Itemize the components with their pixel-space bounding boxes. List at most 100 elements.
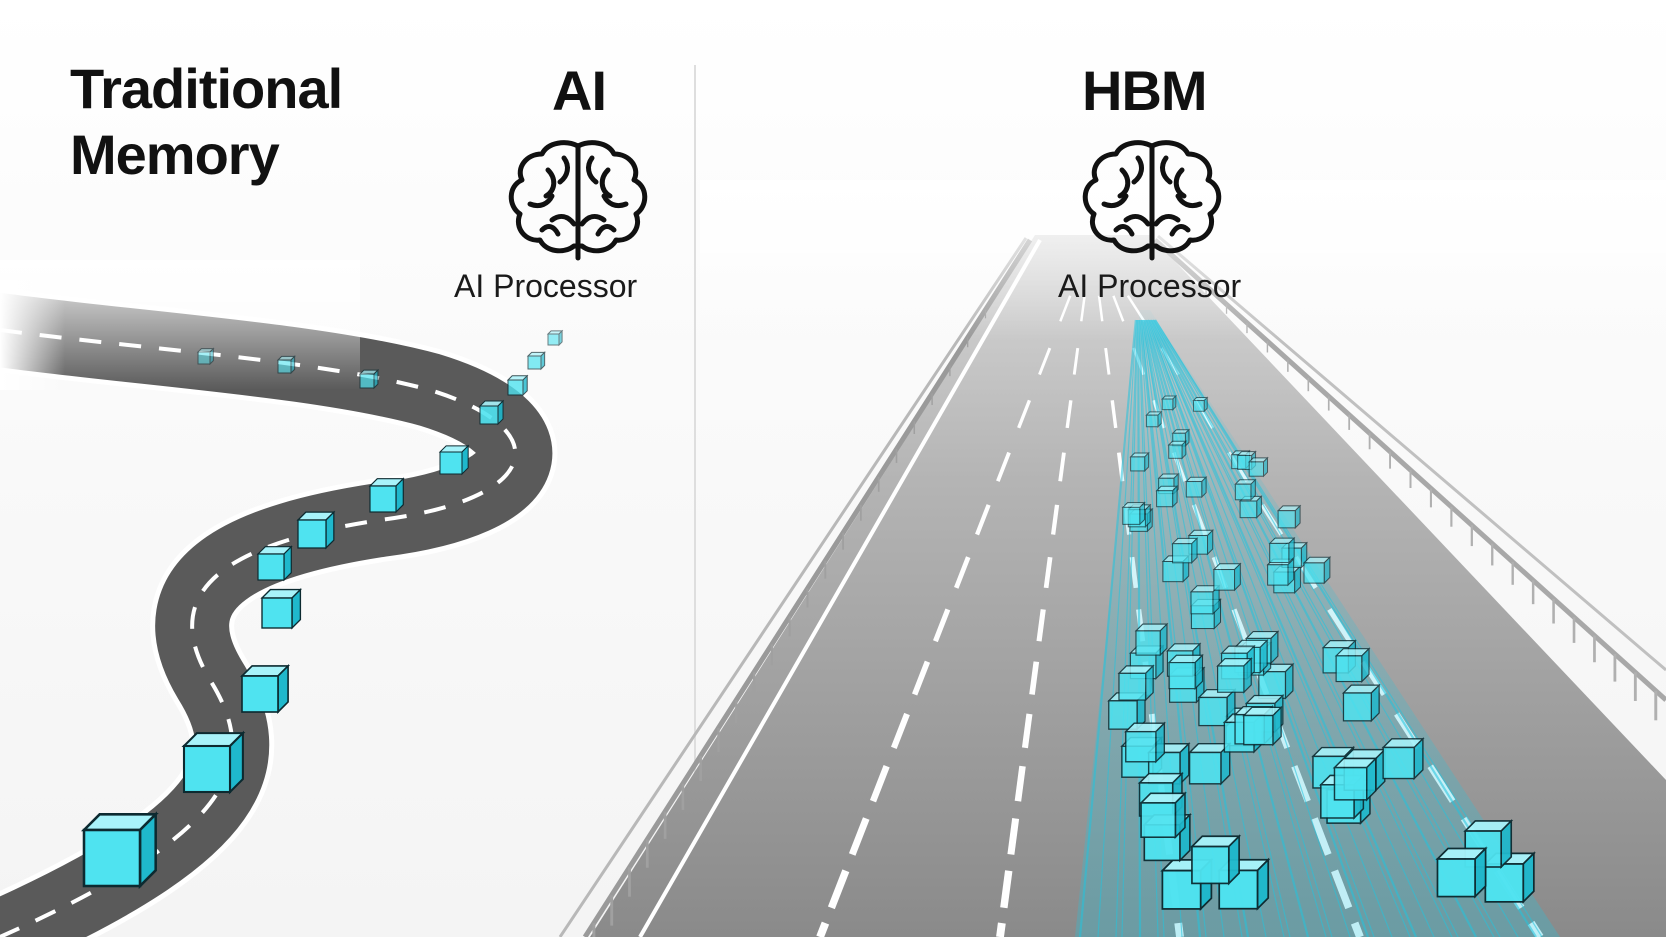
data-block [478, 399, 505, 426]
data-block [1171, 537, 1199, 565]
stream-line [1147, 319, 1375, 937]
stream-line [1144, 319, 1310, 937]
ai-title: AI [552, 59, 607, 122]
ai-processor-label-hbm: AI Processor [1058, 268, 1242, 304]
lane-dash [1065, 400, 1073, 429]
lane-dash [1043, 556, 1053, 589]
stream-line [1152, 319, 1495, 937]
stream-line [1151, 319, 1477, 937]
lane-dash [1050, 504, 1060, 535]
stream-line [1146, 319, 1370, 937]
data-block [1212, 562, 1242, 592]
brain-icon [1082, 140, 1222, 261]
stream-line [1149, 319, 1418, 937]
data-block [1332, 756, 1378, 802]
lane-dash [890, 712, 910, 749]
data-block [1341, 683, 1381, 723]
lane-dash [827, 869, 850, 910]
lane-dash [1072, 347, 1080, 375]
data-block [1124, 721, 1166, 764]
data-block [1167, 440, 1187, 460]
stream-line [1153, 319, 1501, 937]
data-block [1334, 647, 1371, 683]
data-block [1302, 556, 1332, 585]
lane-dash [869, 765, 890, 803]
stream-line [1078, 319, 1137, 937]
road-surface [0, 293, 553, 937]
data-block [260, 587, 303, 630]
winding-road [0, 260, 558, 937]
data-block [181, 730, 246, 795]
data-block [368, 477, 405, 514]
data-block [526, 351, 546, 371]
stream-line [1149, 319, 1411, 937]
lane-dash [954, 556, 971, 589]
stream-line [1121, 319, 1139, 937]
stream-line [1146, 319, 1333, 937]
data-block [296, 510, 336, 550]
data-block [1160, 394, 1178, 411]
data-block [1117, 664, 1155, 702]
data-block [1197, 688, 1237, 728]
data-block [438, 444, 470, 476]
stream-line [1148, 319, 1393, 937]
data-block [1216, 657, 1253, 694]
data-block [1167, 653, 1204, 691]
data-blocks-sequential [80, 329, 564, 890]
data-block [1187, 741, 1232, 786]
lane-dash [996, 451, 1011, 482]
data-block [1236, 450, 1257, 471]
lane-dash [1110, 400, 1118, 429]
road-fade-left [0, 280, 260, 390]
lane-dash [933, 608, 951, 643]
data-block [1242, 705, 1283, 747]
brain-icon [508, 140, 648, 261]
data-block [240, 663, 291, 714]
lane-dash [1014, 765, 1026, 802]
lane-dash [1058, 452, 1066, 482]
lane-dash [1029, 661, 1040, 695]
data-block [1381, 737, 1425, 781]
data-block [256, 545, 293, 582]
stream-line [1153, 319, 1519, 937]
data-block [1189, 584, 1221, 616]
data-block [1192, 396, 1209, 413]
data-blocks-parallel [1107, 394, 1536, 912]
data-block [1134, 622, 1169, 657]
lane-dash [975, 504, 991, 536]
lane-dash [912, 660, 931, 696]
ai-processor-label: AI Processor [454, 268, 638, 304]
data-block [1185, 475, 1208, 499]
data-block [1268, 536, 1296, 564]
lane-dash [848, 817, 870, 856]
data-block [358, 368, 380, 390]
lane-dash [1021, 713, 1033, 749]
data-block [1276, 504, 1302, 530]
lane-dash [1007, 818, 1020, 855]
data-block [80, 811, 159, 890]
data-block [1234, 478, 1257, 501]
data-block [1435, 846, 1488, 899]
data-block [1155, 485, 1179, 508]
lane-dash [1104, 347, 1111, 375]
data-block [1145, 410, 1163, 428]
data-block [1189, 834, 1242, 886]
stream-line [1145, 319, 1327, 937]
data-block [1247, 456, 1269, 478]
hbm-title: HBM [1082, 59, 1208, 122]
data-block [276, 355, 296, 375]
lane-edge-left [638, 239, 1042, 937]
data-block [1139, 791, 1187, 840]
lane-dash [996, 922, 1006, 937]
data-block [506, 374, 529, 397]
lane-dash [1017, 399, 1032, 429]
lane-dash [1036, 609, 1046, 642]
stream-line [1144, 319, 1291, 937]
data-block [196, 347, 215, 366]
stream-line [1097, 319, 1137, 937]
stream-line [1150, 319, 1453, 937]
data-block [546, 329, 564, 347]
stream-line [1146, 319, 1351, 937]
data-block [1129, 451, 1150, 473]
